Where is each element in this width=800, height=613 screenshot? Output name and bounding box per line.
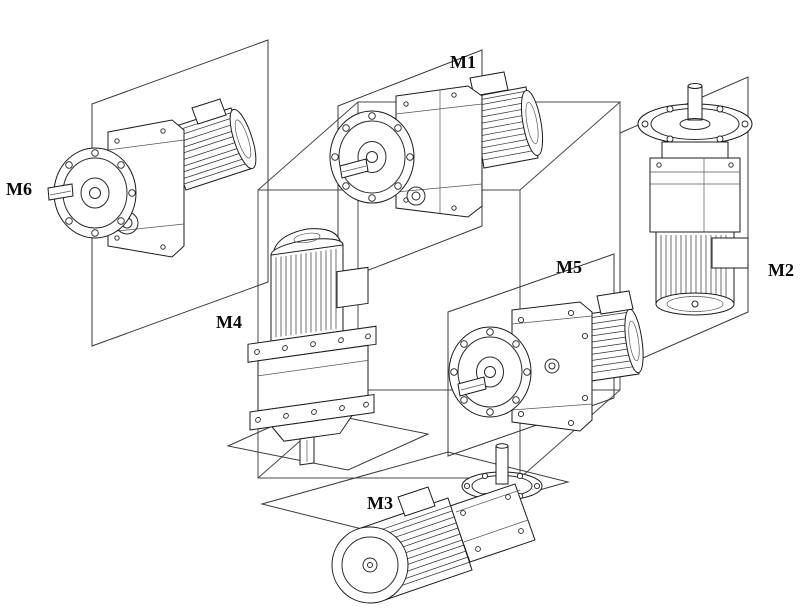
motor-m5-drawing xyxy=(448,290,644,432)
label-m6: M6 xyxy=(6,179,32,199)
m6-terminal-box xyxy=(191,98,227,125)
motor-m4-drawing xyxy=(247,228,377,466)
m1-gear-housing xyxy=(395,85,483,218)
m2-terminal-box xyxy=(711,237,749,269)
mounting-plane-m2 xyxy=(619,76,749,369)
m5-output-shaft xyxy=(457,376,487,397)
m3-terminal-box xyxy=(397,486,436,517)
m5-gear-housing xyxy=(511,301,593,432)
mounting-plane-m6 xyxy=(91,39,269,347)
label-m1: M1 xyxy=(450,52,476,72)
motor-m4-fins xyxy=(275,248,337,338)
m3-fan-cover xyxy=(331,526,409,604)
label-m2: M2 xyxy=(768,260,794,280)
motor-m3-drawing xyxy=(331,443,543,604)
m6-gear-housing xyxy=(107,119,185,258)
m2-output-shaft xyxy=(687,85,703,121)
motor-m6-fins xyxy=(165,111,252,185)
label-m4: M4 xyxy=(216,312,242,332)
m2-gear-housing xyxy=(649,157,741,233)
m5-output-flange xyxy=(448,326,532,418)
m5-terminal-box xyxy=(596,290,634,315)
m1-output-shaft xyxy=(339,158,369,179)
m6-output-shaft xyxy=(47,183,74,201)
label-m3: M3 xyxy=(367,493,393,513)
m4-terminal-box xyxy=(336,266,369,309)
mounting-plane-m3 xyxy=(260,451,570,535)
m2-output-flange xyxy=(637,103,753,145)
m3-output-shaft xyxy=(495,445,509,485)
motor-m1-drawing xyxy=(329,71,544,218)
mounting-plane-m1 xyxy=(337,49,483,283)
m1-output-flange xyxy=(329,110,415,204)
motor-m2-drawing xyxy=(637,83,753,316)
motor-m6-drawing xyxy=(47,98,257,258)
mounting-plane-m5 xyxy=(447,253,615,457)
label-m5: M5 xyxy=(556,257,582,277)
